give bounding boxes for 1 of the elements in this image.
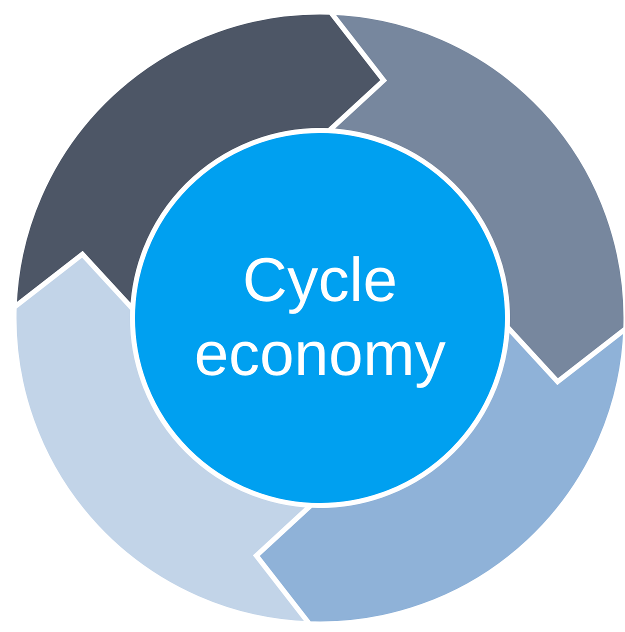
center-label: Cycle economy: [193, 244, 447, 391]
